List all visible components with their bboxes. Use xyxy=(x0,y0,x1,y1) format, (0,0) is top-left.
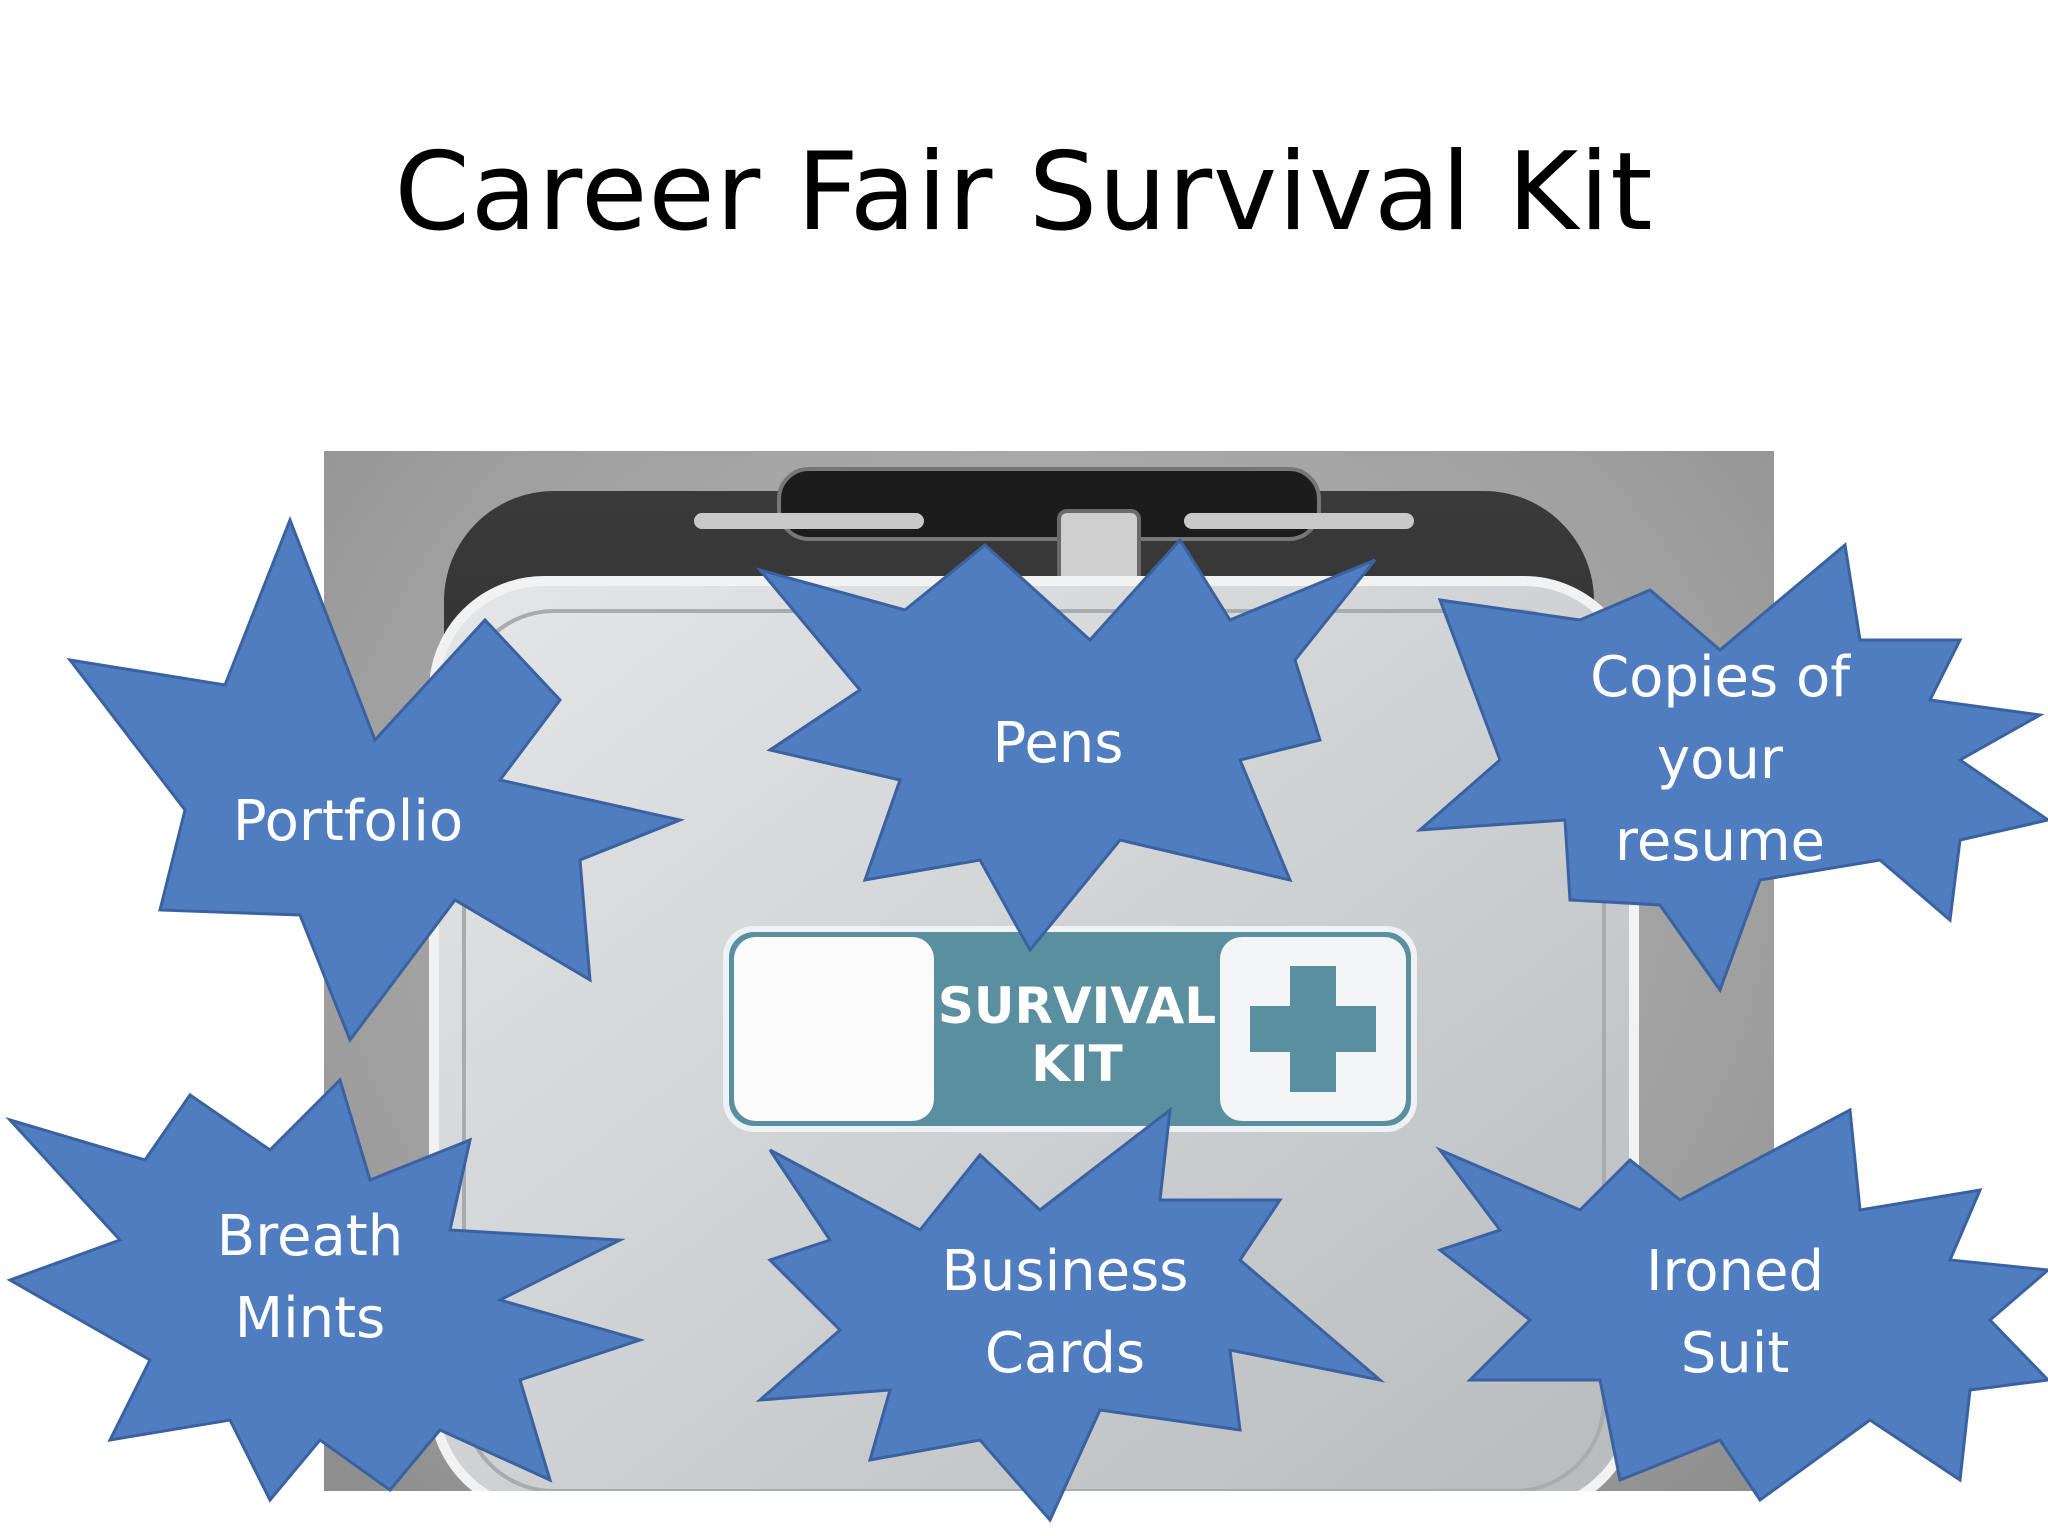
burst-label-line: Portfolio xyxy=(232,789,464,854)
burst-pens xyxy=(755,537,1377,953)
burst-mints xyxy=(5,1077,646,1503)
burst-label-suit: Ironed Suit xyxy=(1575,1231,1895,1395)
burst-suit xyxy=(1435,1107,2048,1503)
burst-label-line: Copies of xyxy=(1590,645,1850,710)
burst-label-portfolio: Portfolio xyxy=(178,781,518,863)
burst-label-line: Business xyxy=(941,1239,1189,1304)
slide-title: Career Fair Survival Kit xyxy=(394,130,1654,255)
burst-label-line: Pens xyxy=(992,711,1124,776)
burst-label-line: Cards xyxy=(984,1321,1146,1386)
burst-resume xyxy=(1415,542,2048,994)
kit-label-line1: SURVIVAL xyxy=(938,977,1216,1035)
burst-label-pens: Pens xyxy=(898,703,1218,785)
burst-label-cards: Business Cards xyxy=(905,1231,1225,1395)
burst-label-mints: Breath Mints xyxy=(150,1196,470,1360)
burst-label-line: Breath xyxy=(216,1204,404,1269)
burst-label-line: Ironed xyxy=(1645,1239,1825,1304)
kit-label-line2: KIT xyxy=(1031,1035,1122,1093)
burst-label-line: Mints xyxy=(234,1286,386,1351)
kit-plus-horizontal xyxy=(1250,1006,1376,1052)
burst-label-line: Suit xyxy=(1680,1321,1790,1386)
burst-label-resume: Copies of your resume xyxy=(1560,637,1880,883)
burst-label-line: resume xyxy=(1615,809,1825,874)
burst-cards xyxy=(755,1106,1386,1523)
burst-portfolio xyxy=(66,515,686,1044)
burst-label-line: your xyxy=(1657,727,1783,792)
